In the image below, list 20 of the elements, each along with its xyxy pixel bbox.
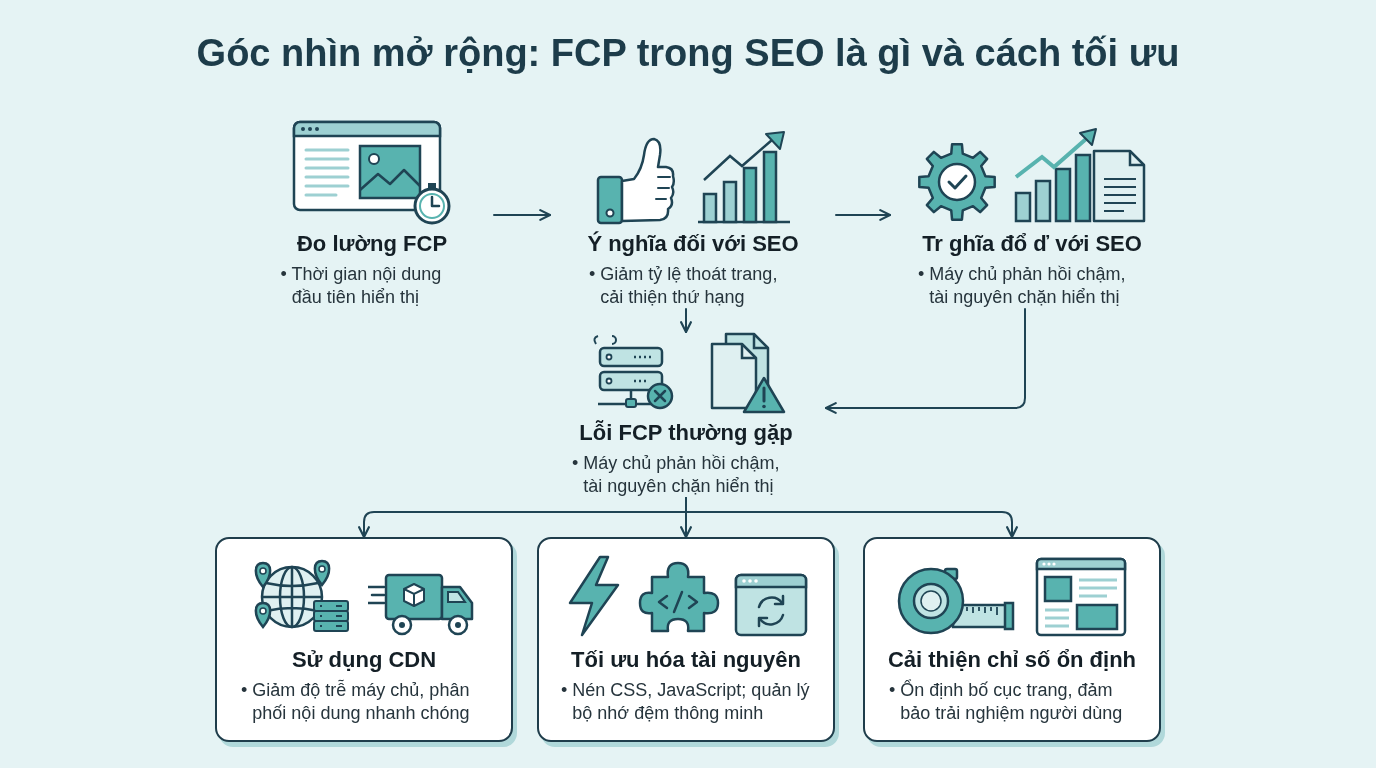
step-heading: Sử dụng CDN (291, 646, 437, 674)
arrow (685, 497, 1018, 539)
bullet-text: • Giảm độ trễ máy chủ, phân phối nội dung nhanh chóng (241, 679, 471, 725)
step-heading: Lỗi FCP thường gặp (579, 419, 793, 447)
bullet-text: • Giảm tỷ lệ thoát trang, cải thiện thứ hạng (589, 263, 779, 309)
title: Góc nhìn mở rộng: FCP trong SEO là gì và cách tối ưu (195, 31, 1181, 76)
arrow (493, 209, 552, 221)
arrow (680, 308, 692, 334)
step-heading: Tối ưu hóa tài nguyên (571, 646, 801, 674)
step-heading: Đo lường FCP (296, 230, 448, 258)
bullet-text: • Nén CSS, JavaScript; quản lý bộ nhớ đệm thông minh (561, 679, 811, 725)
arrow (824, 308, 1026, 414)
arrow (835, 209, 892, 221)
bullet-text: • Máy chủ phản hồi chậm, tài nguyên chặn hiển thị (572, 452, 781, 498)
bullet-text: • Thời gian nội dung đầu tiên hiển thị (280, 263, 443, 309)
step-heading: Cải thiện chỉ số ổn định (887, 646, 1137, 674)
bullet-text: • Ổn định bố cục trang, đảm bảo trải nghiệm người dùng (889, 679, 1124, 725)
step-heading: Ý nghĩa đối với SEO (587, 230, 799, 258)
bullet-text: • Máy chủ phản hồi chậm, tài nguyên chặn hiển thị (918, 263, 1127, 309)
step-heading: Tr ghĩa đổ ď với SEO (922, 230, 1142, 258)
